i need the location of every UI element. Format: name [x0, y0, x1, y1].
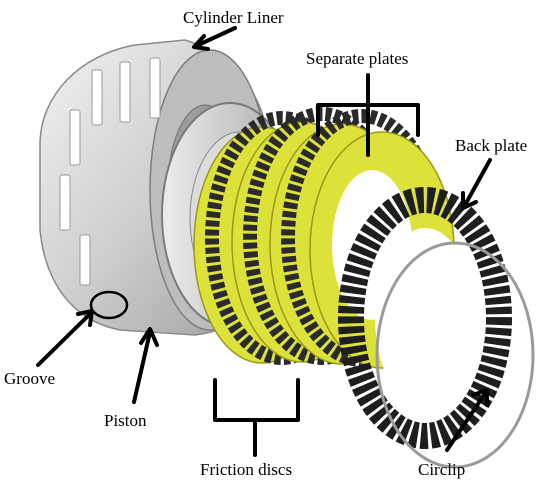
label-circlip: Circlip — [418, 460, 466, 479]
annotation-lines — [36, 26, 492, 457]
label-groove: Groove — [4, 369, 55, 388]
label-back-plate: Back plate — [455, 136, 528, 155]
label-piston: Piston — [104, 411, 147, 430]
groove-marker-circle — [89, 290, 129, 320]
label-friction-discs: Friction discs — [200, 460, 293, 479]
label-separate-plates: Separate plates — [306, 49, 409, 68]
circlip-part — [375, 241, 535, 469]
back-plate-part — [338, 187, 512, 449]
label-cylinder-liner: Cylinder Liner — [183, 8, 284, 27]
